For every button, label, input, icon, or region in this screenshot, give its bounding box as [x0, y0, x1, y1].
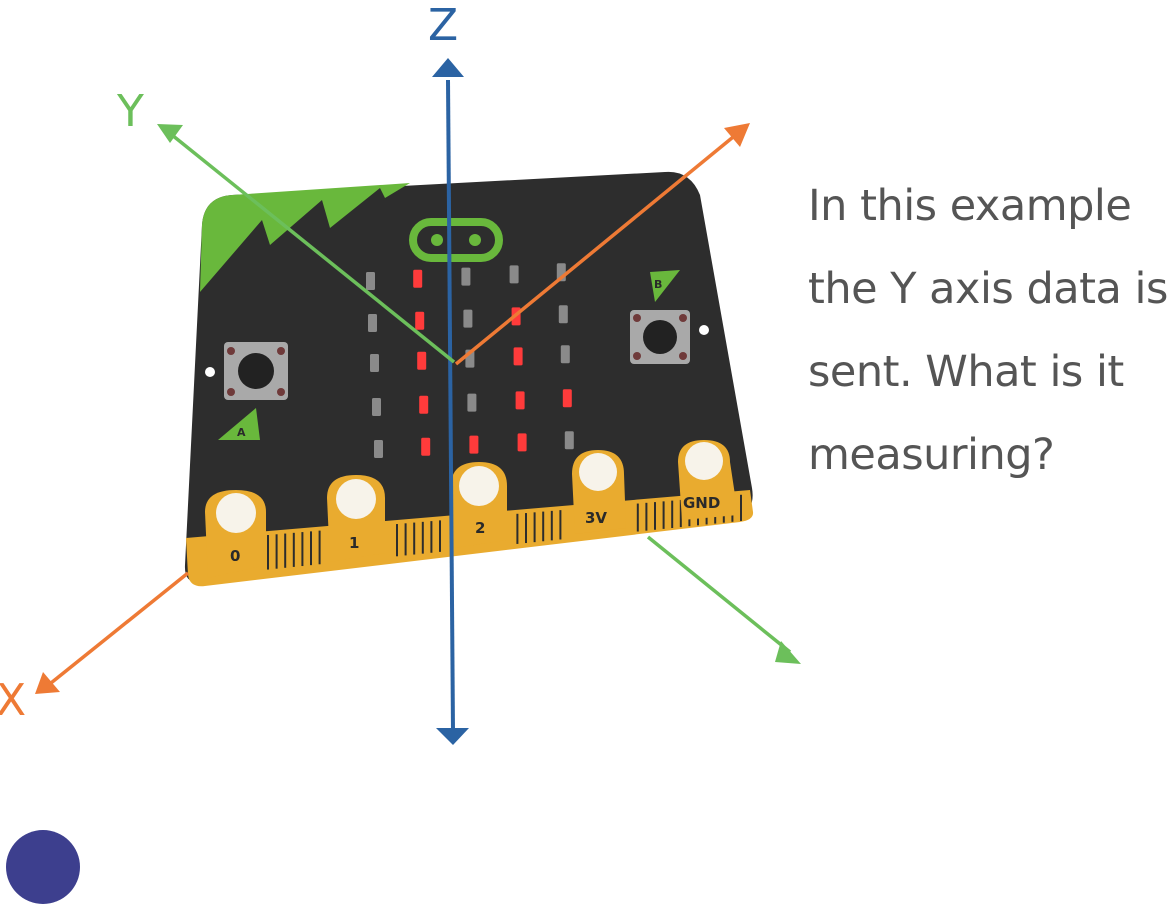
pad-3v: 3V: [572, 450, 626, 534]
led-2-3: [513, 347, 523, 366]
corner-circle-icon: [6, 830, 80, 904]
led-4-1: [421, 437, 431, 456]
led-4-2: [469, 435, 479, 454]
led-0-2: [461, 267, 471, 286]
pad-1: 1: [327, 475, 385, 562]
button-b-label: B: [654, 278, 662, 291]
button-b: [630, 310, 690, 364]
led-1-4: [558, 305, 568, 324]
led-0-0: [366, 272, 375, 290]
led-1-0: [368, 314, 377, 332]
button-a-label: A: [237, 426, 246, 439]
led-4-4: [564, 431, 574, 450]
x-arrow-down-icon: [35, 672, 60, 694]
button-a: [224, 342, 288, 400]
pin-label-0: 0: [230, 547, 240, 565]
logo-icon: [409, 218, 503, 262]
led-2-0: [370, 354, 379, 372]
button-a-marker: [218, 408, 260, 440]
pin-label-2: 2: [475, 519, 485, 537]
caption-line: measuring?: [808, 430, 1055, 480]
pin-label-1: 1: [349, 534, 359, 552]
diagram-stage: A B 0 1 2: [0, 0, 801, 745]
microbit-axes-diagram: A B 0 1 2: [0, 0, 801, 745]
led-3-1: [419, 395, 429, 414]
led-2-4: [560, 345, 570, 364]
led-3-4: [562, 389, 572, 408]
led-3-3: [515, 391, 525, 410]
y-axis-label: Y: [116, 86, 144, 137]
led-1-1: [415, 311, 425, 330]
led-matrix: [366, 263, 574, 458]
led-2-1: [417, 351, 427, 370]
led-4-0: [374, 440, 383, 458]
led-3-2: [467, 393, 477, 412]
board-hole-right: [699, 325, 709, 335]
z-arrow-up-icon: [432, 58, 464, 77]
z-axis-label: Z: [428, 0, 458, 51]
x-axis-label: X: [0, 675, 26, 726]
led-4-3: [517, 433, 527, 452]
caption-line: In this example: [808, 181, 1132, 231]
button-b-marker: [650, 270, 680, 302]
pad-0: 0: [205, 490, 266, 578]
led-1-2: [463, 309, 473, 328]
pad-gnd: GND: [678, 440, 738, 520]
z-arrow-down-icon: [436, 728, 469, 745]
pad-2: 2: [451, 462, 507, 548]
led-0-1: [413, 269, 423, 288]
pin-label-3v: 3V: [585, 509, 607, 527]
pin-label-gnd: GND: [683, 494, 720, 512]
caption-text: In this example the Y axis data is sent.…: [808, 165, 1172, 497]
y-arrow-down-icon: [775, 641, 801, 664]
x-arrow-up-icon: [724, 123, 750, 147]
caption-line: sent. What is it: [808, 347, 1124, 397]
x-axis: X: [0, 123, 750, 726]
board-corner-green: [200, 183, 410, 292]
y-axis: Y: [116, 86, 801, 664]
board-hole-left: [205, 367, 215, 377]
y-arrow-up-icon: [157, 124, 183, 143]
led-3-0: [372, 398, 381, 416]
z-axis: Z: [428, 0, 469, 745]
microbit-board: A B 0 1 2: [184, 171, 754, 587]
led-0-3: [509, 265, 519, 284]
caption-line: the Y axis data is: [808, 264, 1168, 314]
